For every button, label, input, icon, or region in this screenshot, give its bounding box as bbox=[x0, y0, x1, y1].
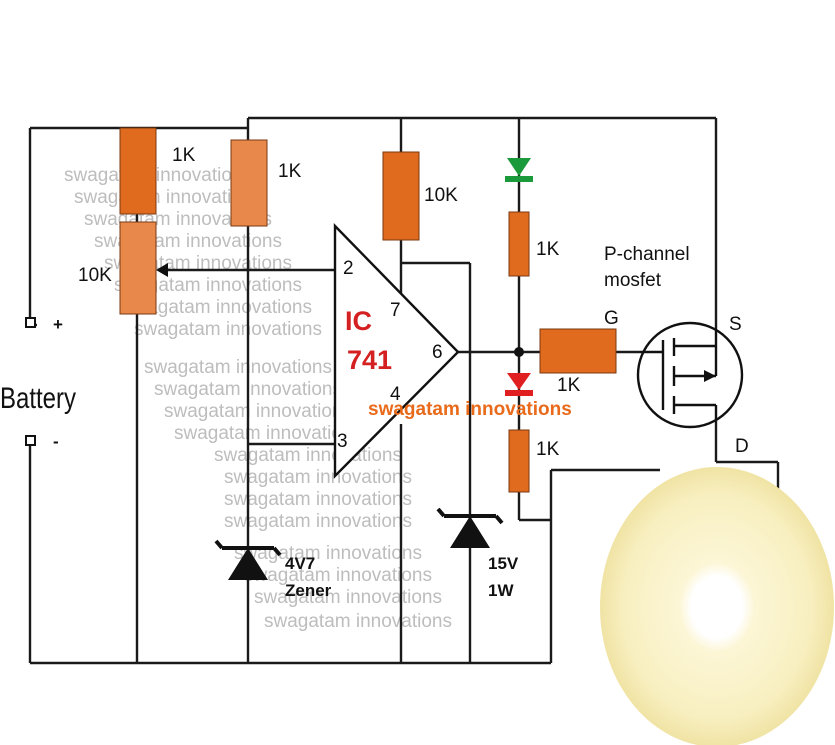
potentiometer-body bbox=[119, 221, 157, 315]
watermark-text: swagatam innovations bbox=[134, 319, 322, 340]
p-channel-mosfet: P-channel mosfet G S D bbox=[604, 244, 749, 457]
watermark-text: swagatam innovations bbox=[64, 165, 252, 186]
opamp-ic741: IC 741 2 3 7 4 6 bbox=[333, 223, 460, 479]
mosfet-title-line1: P-channel bbox=[604, 244, 690, 265]
watermark-text: swagatam innovations bbox=[164, 401, 352, 422]
watermark-text: swagatam innovations bbox=[174, 423, 362, 444]
battery: + Battery - bbox=[0, 315, 76, 451]
potentiometer: 1K 10K bbox=[78, 127, 196, 315]
led-red bbox=[505, 373, 533, 396]
resistor-pin7 bbox=[382, 151, 420, 241]
watermark-text: swagatam innovations bbox=[254, 587, 442, 608]
watermark-text: swagatam innovations bbox=[244, 565, 432, 586]
zener-diode-4v7: 4V7 Zener bbox=[214, 539, 332, 600]
ic-pin-3: 3 bbox=[337, 431, 348, 452]
zener-4v7-type: Zener bbox=[285, 581, 332, 600]
ic-pin-6: 6 bbox=[432, 342, 443, 363]
resistor-zener-feed-value: 1K bbox=[278, 161, 302, 182]
ic-number: 741 bbox=[347, 345, 392, 375]
battery-plus-sign: + bbox=[53, 315, 63, 334]
resistor-zener-feed bbox=[230, 139, 268, 227]
lamp-glow bbox=[600, 467, 834, 745]
potentiometer-value: 10K bbox=[78, 265, 112, 286]
resistor-gate-value: 1K bbox=[557, 375, 581, 396]
zener-diode-15v: 15V 1W bbox=[436, 507, 519, 600]
watermark-text: swagatam innovations bbox=[224, 511, 412, 532]
battery-minus-sign: - bbox=[53, 432, 59, 451]
watermark-text: swagatam innovations bbox=[214, 445, 402, 466]
mosfet-title-line2: mosfet bbox=[604, 270, 662, 291]
watermark-text: swagatam innovations bbox=[124, 297, 312, 318]
watermark-text: swagatam innovations bbox=[224, 489, 412, 510]
brand-text: swagatam innovations bbox=[368, 399, 572, 420]
resistor-led-top-value: 1K bbox=[536, 239, 560, 260]
watermark-text: swagatam innovations bbox=[234, 543, 422, 564]
pot-wiper-arrow bbox=[156, 263, 168, 277]
watermark-layer: swagatam innovations swagatam innovation… bbox=[64, 165, 452, 632]
zener-4v7-value: 4V7 bbox=[285, 554, 315, 573]
ic-pin-7: 7 bbox=[390, 300, 401, 321]
resistor-pot-top-value: 1K bbox=[172, 145, 196, 166]
ic-pin-2: 2 bbox=[343, 258, 354, 279]
mosfet-gate-label: G bbox=[604, 308, 619, 329]
junction-dot bbox=[514, 347, 524, 357]
zener-15v-power: 1W bbox=[488, 581, 514, 600]
battery-minus-terminal bbox=[25, 435, 36, 446]
watermark-text: swagatam innovations bbox=[224, 467, 412, 488]
wires bbox=[28, 116, 780, 665]
mosfet-drain-label: D bbox=[735, 436, 749, 457]
watermark-text: swagatam innovations bbox=[144, 357, 332, 378]
battery-label: Battery bbox=[0, 382, 76, 415]
resistor-pot-top bbox=[119, 127, 157, 215]
resistor-led-bottom bbox=[508, 429, 530, 493]
resistor-pin7-value: 10K bbox=[424, 185, 458, 206]
led-green bbox=[505, 158, 533, 182]
resistor-gate bbox=[539, 328, 617, 374]
battery-plus-terminal bbox=[25, 317, 36, 328]
ic-pin-4: 4 bbox=[390, 384, 401, 405]
watermark-text: swagatam innovations bbox=[114, 275, 302, 296]
watermark-text: swagatam innovations bbox=[264, 611, 452, 632]
mosfet-source-label: S bbox=[729, 314, 742, 335]
resistor-led-bottom-value: 1K bbox=[536, 439, 560, 460]
resistor-led-top bbox=[508, 211, 530, 277]
zener-15v-value: 15V bbox=[488, 554, 519, 573]
ic-prefix: IC bbox=[345, 306, 372, 336]
